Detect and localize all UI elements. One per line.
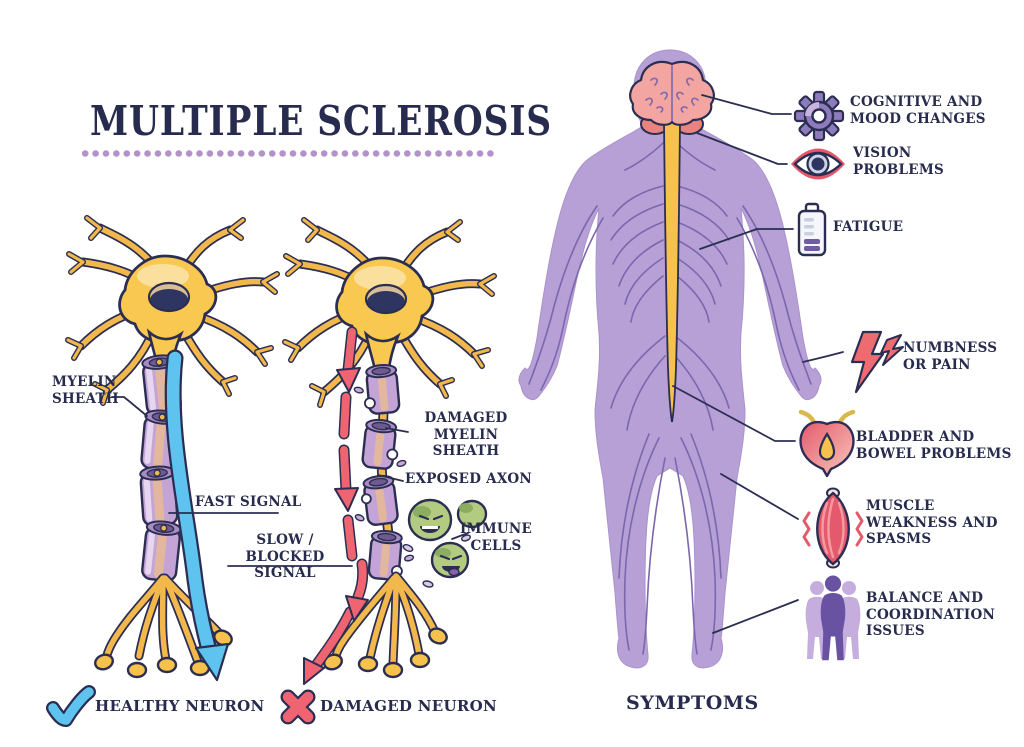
leader-thigh-to-muscle [720, 473, 799, 520]
slow-signal-arrowhead [345, 595, 369, 622]
immune-cells [402, 498, 488, 588]
damaged-myelin-sheath-label: DAMAGED MYELIN SHEATH [424, 410, 508, 460]
leader-exposed-axon [377, 474, 404, 482]
eye-icon [791, 148, 845, 180]
slow-signal-arrowhead [336, 367, 361, 393]
bladder-icon [798, 409, 856, 478]
leader-myelin-sheath [111, 396, 148, 417]
axon-hillock [363, 330, 401, 372]
title-underline-dots [80, 149, 496, 158]
symptom-balance-label: BALANCE AND COORDINATION ISSUES [866, 590, 996, 640]
healthy-neuron-illustration [65, 215, 280, 682]
symptom-bladder-label: BLADDER AND BOWEL PROBLEMS [856, 429, 1012, 462]
symptoms-section-title: SYMPTOMS [626, 692, 759, 714]
exposed-axon-label: EXPOSED AXON [405, 471, 532, 487]
terminal-bulb [94, 653, 114, 671]
spinal-cord [663, 121, 681, 423]
nucleus-outline [147, 281, 191, 313]
battery-low-icon [797, 202, 827, 257]
legend-damaged-label: DAMAGED NEURON [320, 697, 498, 715]
slow-blocked-signal-label: SLOW / BLOCKED SIGNAL [245, 532, 325, 582]
myelin-sheath-label: MYELIN SHEATH [52, 374, 119, 407]
brain-folds [645, 65, 699, 121]
terminal-bulb [409, 651, 431, 669]
checkmark-icon [46, 685, 96, 727]
lightning-icon [850, 330, 904, 394]
balance-figures-icon [805, 575, 861, 661]
damaged-myelin-segment [361, 418, 407, 470]
symptom-muscle-label: MUSCLE WEAKNESS AND SPASMS [866, 498, 998, 548]
symptom-fatigue-label: FATIGUE [833, 219, 904, 235]
myelin-segment [141, 520, 182, 582]
page-title: MULTIPLE SCLEROSIS [90, 97, 552, 145]
damaged-myelin-segment [367, 529, 415, 581]
slow-signal-arrowhead [303, 657, 325, 685]
leader-damaged-myelin [385, 427, 409, 433]
peripheral-nerves [528, 135, 812, 655]
nucleus [367, 291, 405, 313]
terminal-bulb [428, 627, 448, 645]
legend-healthy-label: HEALTHY NEURON [95, 697, 265, 715]
terminal-bulb [382, 661, 404, 679]
terminal-bulb [126, 661, 148, 679]
terminal-bulb [357, 655, 379, 673]
damaged-neuron-illustration [282, 217, 497, 685]
leader-immune-cells [451, 532, 469, 540]
soma-highlight [137, 264, 189, 288]
damaged-myelin-segment [354, 474, 399, 526]
myelin-segment [139, 465, 179, 527]
symptom-vision-label: VISION PROBLEMS [853, 145, 945, 178]
leader-hand-to-lightning [802, 351, 844, 363]
fast-signal-label: FAST SIGNAL [195, 494, 302, 510]
immune-cells-label: IMMUNE CELLS [459, 521, 533, 554]
leader-chest-to-battery [699, 228, 794, 250]
x-icon [280, 689, 316, 725]
muscle-icon [802, 487, 864, 569]
symptom-numbness-label: NUMBNESS OR PAIN [903, 340, 998, 373]
body-illustration [518, 49, 822, 669]
fast-signal-arrowhead [194, 642, 230, 682]
soma-highlight [354, 266, 406, 290]
leader-leg-to-figures [712, 599, 799, 634]
terminal-bulb [156, 656, 178, 674]
nucleus-outline [364, 283, 408, 315]
nucleus [150, 289, 188, 311]
leader-brainstem-to-eye [696, 132, 788, 165]
terminal-bulb [323, 653, 343, 671]
symptom-cognitive-label: COGNITIVE AND MOOD CHANGES [850, 94, 986, 127]
leader-brain-to-gear [701, 94, 792, 115]
slow-signal-arrowhead [334, 487, 359, 512]
leader-pelvis-to-bladder [672, 385, 796, 442]
gear-icon [793, 90, 845, 142]
damaged-myelin-segment [353, 363, 401, 415]
